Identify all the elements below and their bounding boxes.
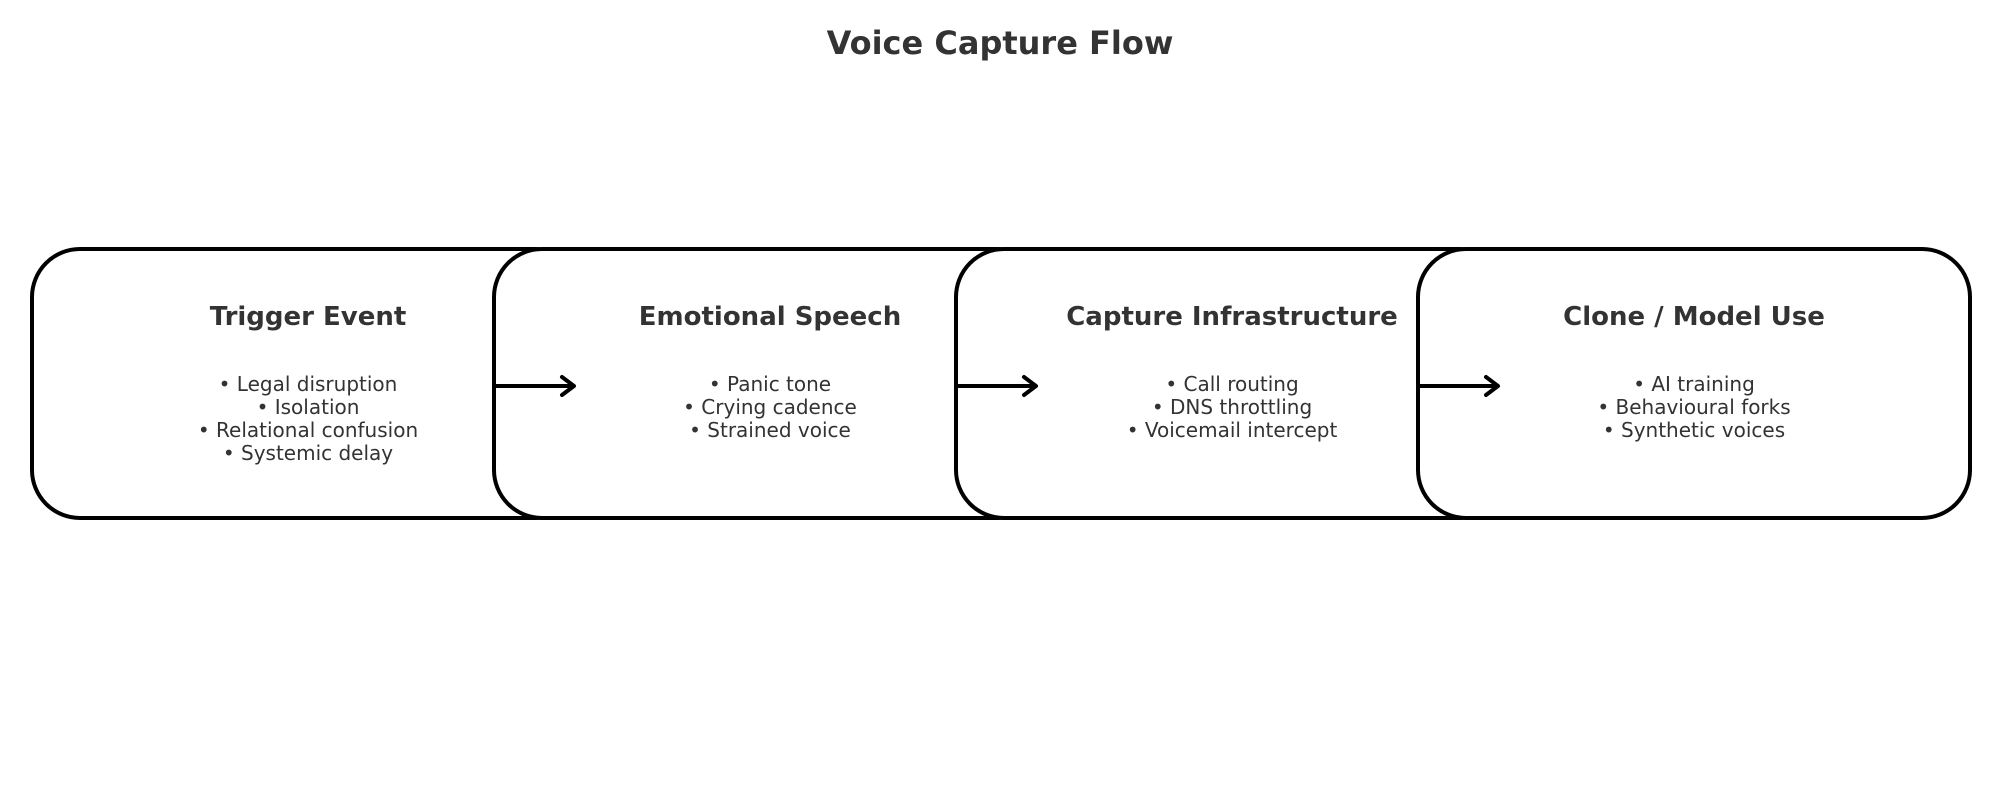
node-item: • Behavioural forks [1597,395,1791,419]
node-title: Trigger Event [209,302,407,332]
node-item: • Voicemail intercept [1126,418,1338,442]
node-item: • Call routing [1165,372,1299,396]
node-item: • Legal disruption [218,372,398,396]
node-items: • Call routing • DNS throttling • Voicem… [958,373,1506,442]
node-item: • Systemic delay [222,441,394,465]
node-item: • Panic tone [708,372,832,396]
node-title: Clone / Model Use [1563,302,1825,332]
node-items: • AI training • Behavioural forks • Synt… [1420,373,1968,442]
node-item: • Crying cadence [683,395,857,419]
node-title: Emotional Speech [638,302,902,332]
node-items: • Legal disruption • Isolation • Relatio… [34,373,582,465]
node-item: • Relational confusion [197,418,419,442]
node-item: • DNS throttling [1151,395,1313,419]
diagram-title: Voice Capture Flow [826,24,1174,62]
node-clone-model-use: Clone / Model Use • AI training • Behavi… [1416,247,1972,520]
node-item: • Isolation [256,395,360,419]
node-title: Capture Infrastructure [1066,302,1398,332]
node-items: • Panic tone • Crying cadence • Strained… [496,373,1044,442]
node-item: • Strained voice [689,418,851,442]
node-item: • Synthetic voices [1602,418,1786,442]
node-item: • AI training [1633,372,1755,396]
